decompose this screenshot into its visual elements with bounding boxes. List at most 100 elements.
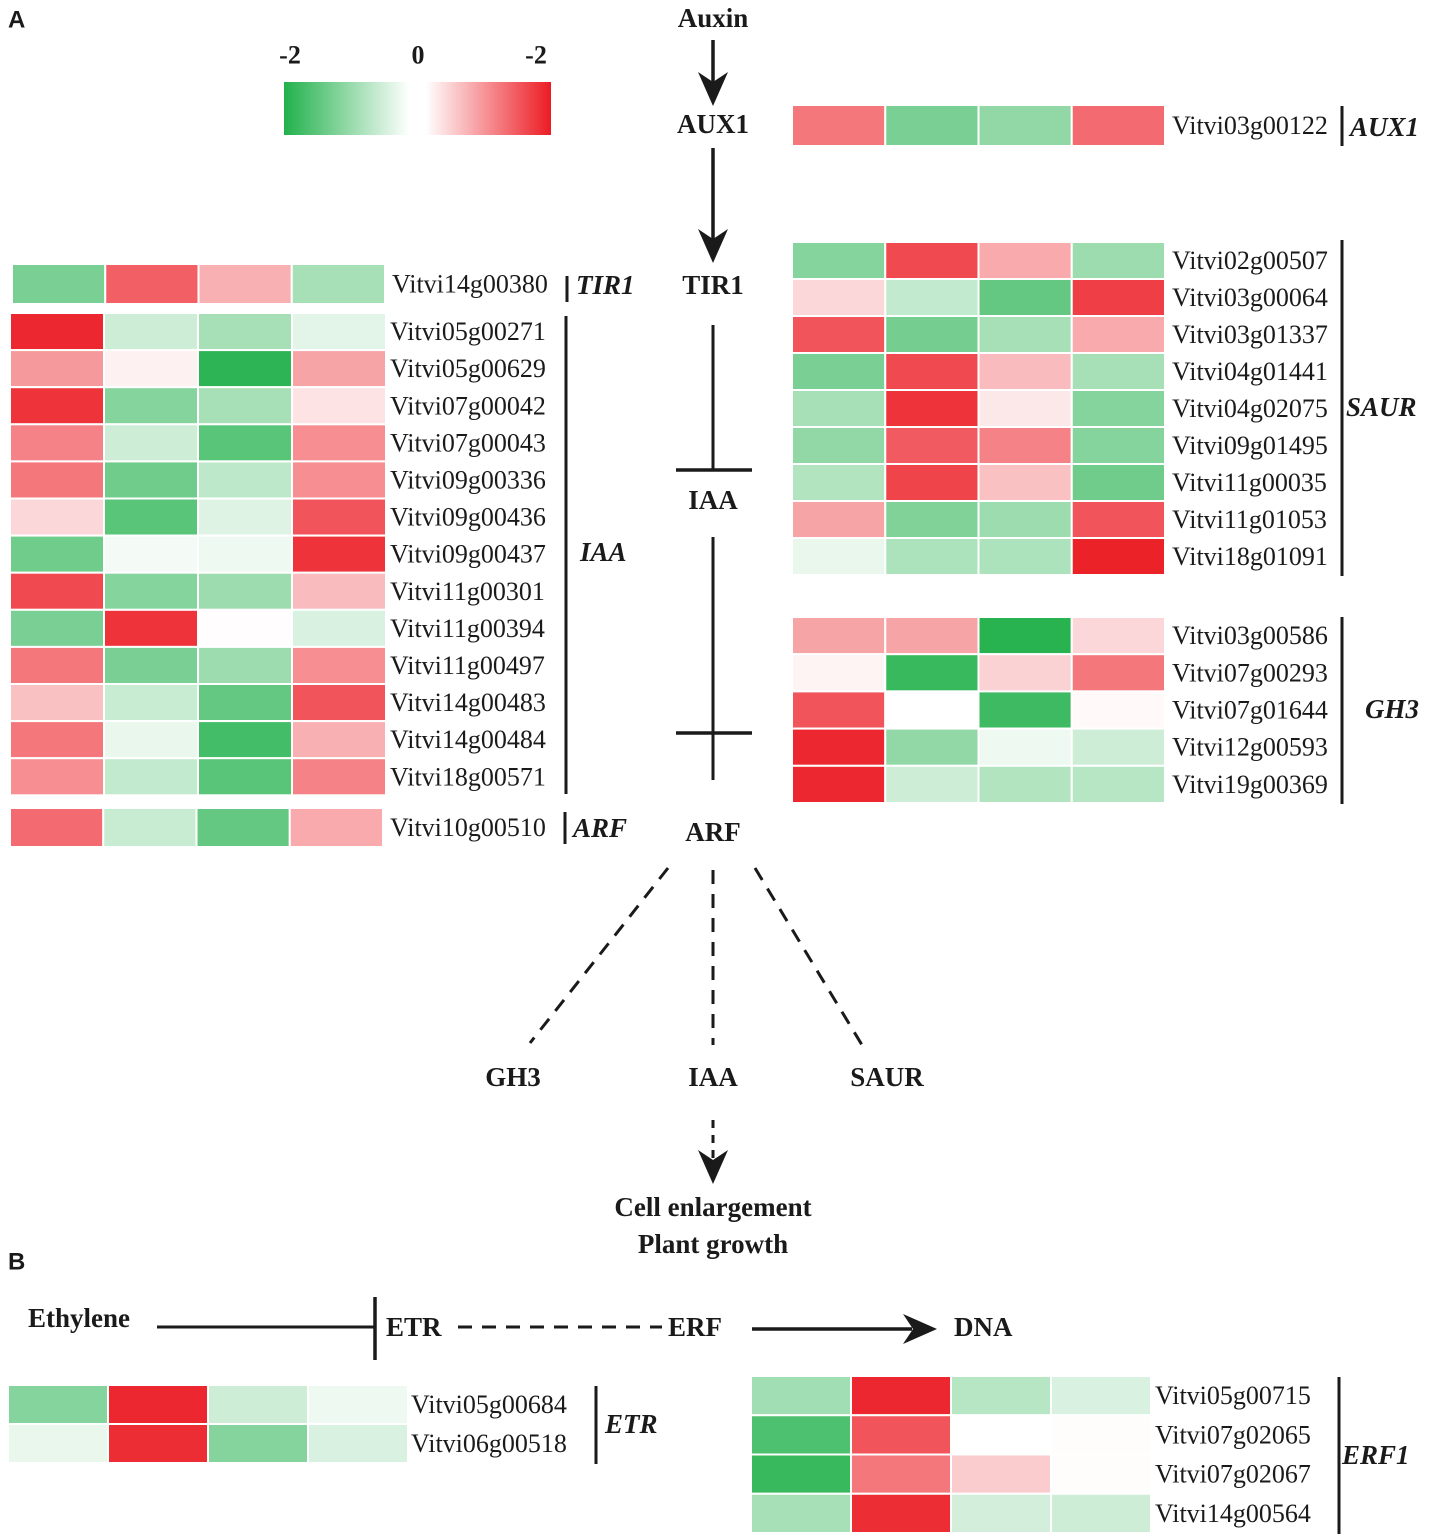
heatmap-cell: [197, 497, 293, 537]
gene-id-label: Vitvi07g01644: [1172, 696, 1328, 725]
heatmap-cell: [791, 653, 887, 693]
heatmap-cell: [950, 1492, 1052, 1534]
color-scale-legend: -2 0 -2: [279, 41, 551, 135]
gene-id-label: Vitvi03g00064: [1172, 283, 1328, 312]
heatmap-cell: [291, 349, 387, 389]
heatmap-cell: [884, 352, 980, 391]
heatmap-cell: [103, 645, 199, 686]
heatmap-cell: [103, 534, 199, 574]
heatmap-cell: [1070, 764, 1166, 804]
heatmap-cell: [9, 423, 105, 463]
heatmap-cell: [791, 764, 887, 804]
heatmap-cell: [750, 1414, 852, 1456]
heatmap-cell: [1070, 690, 1166, 730]
heatmap-cell: [9, 571, 105, 611]
heatmap-cell: [1050, 1453, 1152, 1495]
heatmap-cell: [1070, 500, 1166, 539]
heatmap-cell: [103, 720, 199, 760]
heatmap-cell: [1070, 537, 1166, 576]
gene-id-label: Vitvi19g00369: [1172, 770, 1328, 799]
heatmap-cell: [791, 315, 887, 354]
heatmap-cell: [1070, 426, 1166, 465]
gene-id-label: Vitvi12g00593: [1172, 733, 1328, 762]
heatmap-cell: [1070, 104, 1166, 147]
heatmap-cell: [291, 757, 387, 797]
heatmap-saur: Vitvi02g00507Vitvi03g00064Vitvi03g01337V…: [791, 240, 1417, 576]
heatmap-cell: [197, 645, 293, 686]
heatmap-cell: [977, 278, 1073, 317]
heatmap-cell: [884, 241, 980, 280]
heatmap-cell: [197, 757, 293, 797]
heatmap-cell: [1070, 389, 1166, 428]
heatmap-cell: [197, 349, 293, 389]
heatmap-cell: [1070, 278, 1166, 317]
gene-id-label: Vitvi02g00507: [1172, 246, 1328, 275]
outcome-plant-growth: Plant growth: [638, 1229, 788, 1259]
heatmap-cell: [197, 608, 293, 648]
heatmap-cell: [291, 534, 387, 574]
heatmap-cell: [791, 727, 887, 767]
heatmap-cell: [977, 764, 1073, 804]
gene-id-label: Vitvi14g00484: [390, 725, 546, 754]
heatmap-cell: [291, 645, 387, 686]
heatmap-cell: [197, 460, 293, 500]
gene-id-label: Vitvi09g00336: [390, 465, 546, 494]
gene-id-label: Vitvi18g01091: [1172, 542, 1328, 571]
heatmap-cell: [197, 263, 293, 305]
gene-id-label: Vitvi14g00483: [390, 688, 546, 717]
heatmap-cell: [977, 104, 1073, 147]
heatmap-cell: [791, 104, 887, 147]
target-gh3: GH3: [485, 1062, 541, 1092]
heatmap-cell: [884, 426, 980, 465]
heatmap-cell: [977, 241, 1073, 280]
node-etr: ETR: [386, 1312, 442, 1342]
heatmap-cell: [103, 349, 199, 389]
node-aux1: AUX1: [677, 109, 749, 139]
target-saur: SAUR: [850, 1062, 924, 1092]
heatmap-cell: [307, 1423, 409, 1464]
gene-id-label: Vitvi11g00497: [390, 651, 545, 680]
gene-id-label: Vitvi07g00043: [390, 428, 546, 457]
node-arf: ARF: [685, 817, 741, 847]
heatmap-cell: [1070, 315, 1166, 354]
gene-id-label: Vitvi10g00510: [390, 813, 546, 842]
heatmap-cell: [197, 683, 293, 723]
heatmap-cell: [197, 312, 293, 352]
heatmap-cell: [103, 423, 199, 463]
heatmap-cell: [9, 683, 105, 723]
heatmap-cell: [884, 727, 980, 767]
gene-id-label: Vitvi11g00394: [390, 614, 545, 643]
legend-tick-high: -2: [525, 41, 547, 70]
heatmap-cell: [103, 386, 199, 426]
heatmap-cell: [307, 1384, 409, 1425]
node-tir1: TIR1: [682, 270, 744, 300]
heatmap-cell: [850, 1453, 952, 1495]
gene-id-label: Vitvi05g00715: [1155, 1381, 1311, 1410]
heatmap-cell: [9, 312, 105, 352]
heatmap-cell: [977, 389, 1073, 428]
node-dna: DNA: [954, 1312, 1013, 1342]
heatmap-cell: [791, 463, 887, 502]
gene-family-label: ERF1: [1341, 1440, 1410, 1470]
heatmap-cell: [288, 807, 384, 848]
gene-id-label: Vitvi05g00271: [390, 317, 546, 346]
heatmap-cell: [197, 386, 293, 426]
heatmap-cell: [291, 683, 387, 723]
heatmap-cell: [884, 500, 980, 539]
heatmap-cell: [1070, 463, 1166, 502]
gene-id-label: Vitvi11g01053: [1172, 505, 1327, 534]
heatmap-cell: [9, 807, 105, 848]
heatmap-cell: [291, 423, 387, 463]
heatmap-cell: [1070, 241, 1166, 280]
heatmap-cell: [291, 720, 387, 760]
heatmap-iaa: Vitvi05g00271Vitvi05g00629Vitvi07g00042V…: [9, 312, 627, 797]
heatmap-cell: [884, 616, 980, 656]
gene-id-label: Vitvi04g01441: [1172, 357, 1328, 386]
activation-arrow-head: [698, 229, 728, 263]
heatmap-cell: [207, 1384, 309, 1425]
gene-id-label: Vitvi09g01495: [1172, 431, 1328, 460]
heatmap-cell: [291, 312, 387, 352]
